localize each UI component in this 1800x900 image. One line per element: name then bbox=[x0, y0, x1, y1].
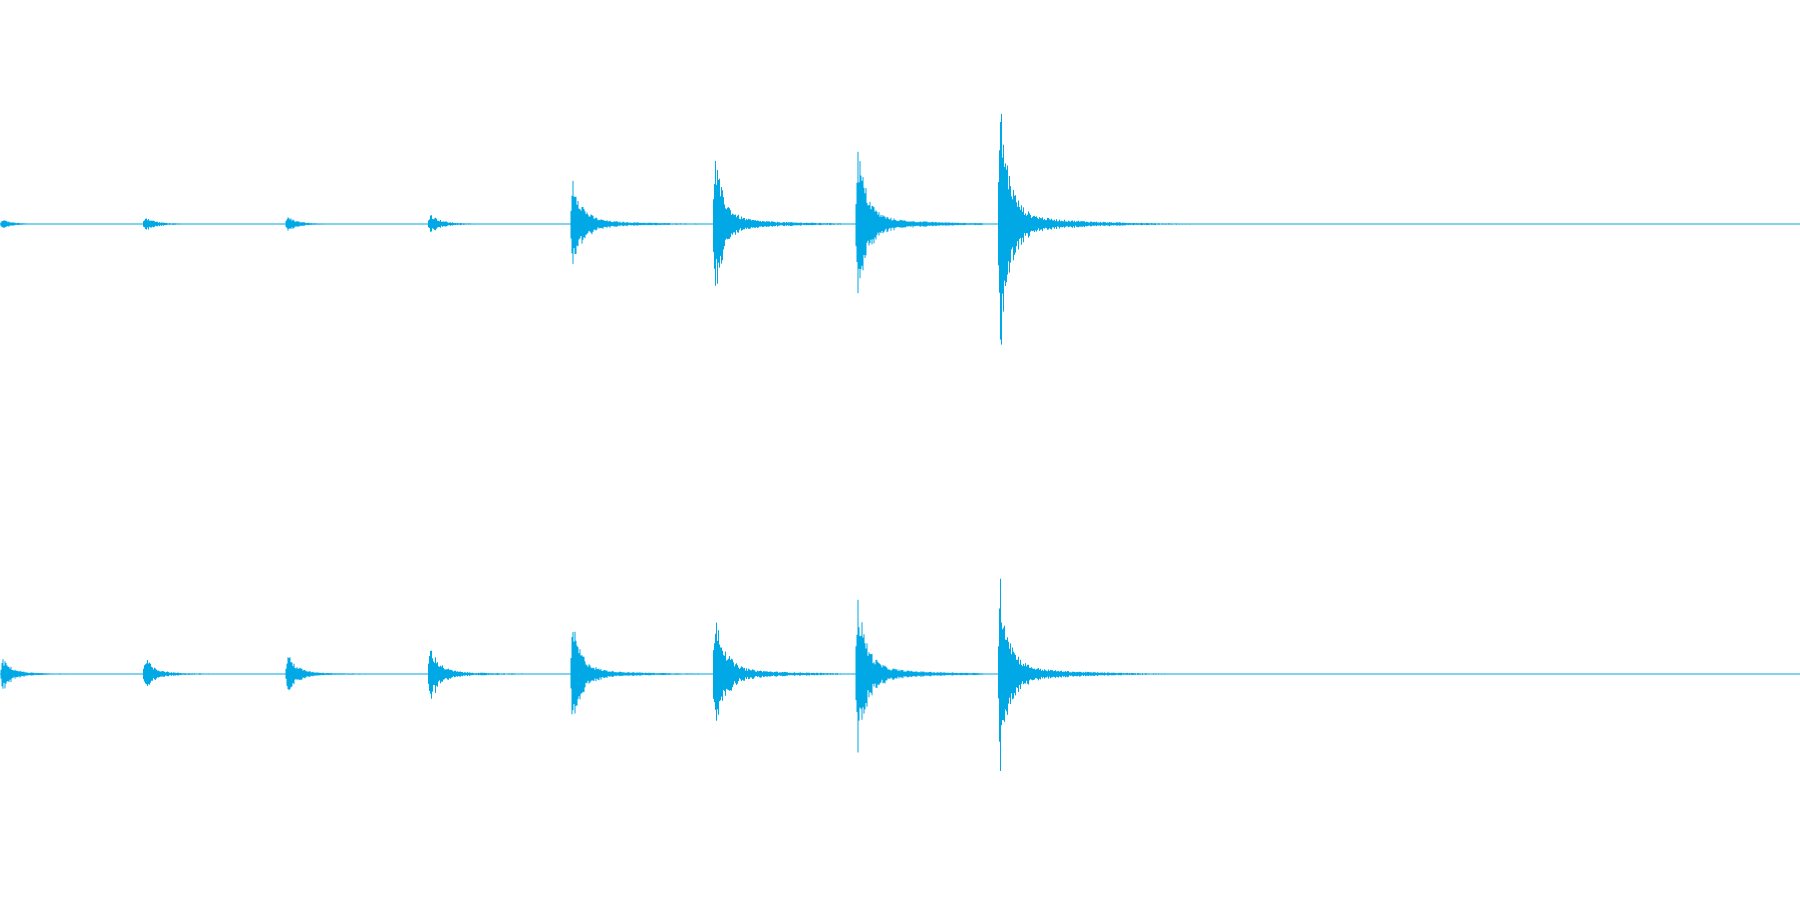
waveform-burst-bottom-3 bbox=[285, 657, 414, 691]
waveform-burst-bottom-1 bbox=[0, 659, 129, 689]
waveform-burst-bottom-8 bbox=[998, 578, 1312, 771]
waveform-burst-top-7 bbox=[855, 151, 984, 294]
waveform-burst-top-3 bbox=[285, 217, 414, 231]
waveform-burst-top-2 bbox=[143, 218, 271, 230]
waveform-burst-bottom-5 bbox=[570, 631, 699, 715]
waveform-channel-top bbox=[0, 113, 1800, 345]
waveform-burst-bottom-6 bbox=[713, 622, 841, 721]
waveform-burst-top-5 bbox=[570, 180, 699, 264]
waveform-burst-bottom-4 bbox=[428, 650, 556, 699]
waveform-burst-bottom-2 bbox=[143, 660, 271, 686]
waveform-channel-bottom bbox=[0, 578, 1800, 771]
waveform-burst-bottom-7 bbox=[855, 599, 984, 753]
waveform-burst-top-6 bbox=[713, 160, 841, 286]
waveform-burst-top-8 bbox=[998, 113, 1327, 345]
waveform-burst-top-4 bbox=[428, 215, 556, 232]
waveform-burst-top-1 bbox=[0, 220, 128, 229]
